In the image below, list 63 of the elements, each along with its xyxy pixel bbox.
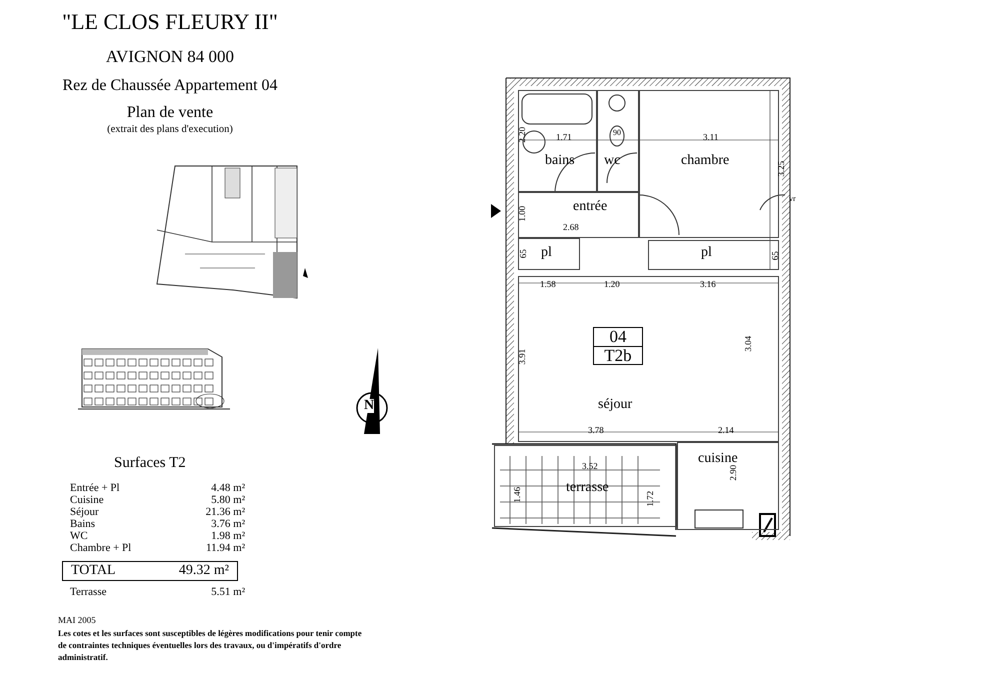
dimension-text: 3.91: [516, 348, 528, 365]
dimension-text: 90: [613, 127, 621, 139]
dimension-text: 3.04: [742, 336, 754, 352]
table-text: Chambre + Pl: [70, 542, 132, 554]
room-name: pl: [541, 245, 552, 261]
footnote: Les cotes et les surfaces sont susceptibles de légères modifications pour tenir compte de contraintes techniques éventuelles lors des travaux, ou d'impératifs d'ordre administratif.: [58, 627, 363, 663]
room-area: [518, 192, 639, 238]
dimension-text: 3.25: [775, 160, 788, 177]
room-name: bains: [545, 153, 575, 169]
table-text: 11.94 m²: [205, 542, 245, 554]
room-area: [518, 276, 779, 442]
table-text: WC: [70, 530, 88, 542]
table-text: 4.48 m²: [210, 482, 245, 494]
dimension-text: 2.14: [718, 424, 734, 437]
room-area: [518, 238, 580, 270]
date-text: MAI 2005: [58, 614, 96, 627]
subtitle: Rez de Chaussée Appartement 04: [61, 76, 279, 96]
dimension-text: 1.46: [511, 486, 524, 503]
total-text: 49.32 m²: [178, 563, 229, 579]
table-text: 3.76 m²: [210, 518, 245, 530]
dimension-text: 2.20: [516, 126, 528, 143]
table-text: Bains: [70, 518, 96, 530]
dimension-text: 2.68: [563, 221, 579, 234]
table-text: 5.51 m²: [210, 585, 245, 600]
room-area: [518, 90, 597, 192]
room-name: séjour: [598, 397, 632, 413]
note: (extrait des plans d'execution): [106, 123, 234, 137]
dimension-text: 1.58: [540, 278, 556, 291]
room-name: pl: [701, 245, 712, 261]
subtitle: Plan de vente: [126, 103, 214, 123]
room-area: [677, 442, 779, 530]
room-name: terrasse: [566, 480, 609, 496]
room-area: [639, 90, 779, 238]
title: "LE CLOS FLEURY II": [61, 8, 279, 36]
table-text: 5.80 m²: [210, 494, 245, 506]
dimension-text: 3.16: [700, 278, 716, 291]
dimension-text: 1.71: [556, 131, 572, 144]
dimension-text: 3.78: [588, 424, 604, 437]
section-heading: Surfaces T2: [114, 454, 186, 473]
dimension-text: 1.72: [644, 490, 656, 507]
dimension-text: 1.00: [516, 206, 528, 222]
dimension-text: 1.20: [604, 278, 620, 291]
dimension-text: 65: [768, 251, 781, 260]
room-name: chambre: [681, 153, 730, 169]
subtitle: AVIGNON 84 000: [104, 46, 236, 68]
dimension-text: 3.52: [582, 460, 598, 473]
apartment-tag: 04 T2b: [593, 327, 643, 365]
compass-letter: N: [364, 399, 374, 413]
dimension-text: 2.90: [727, 464, 740, 481]
dimension-text: 65: [516, 249, 529, 258]
room-name: entrée: [573, 199, 608, 215]
total-text: TOTAL: [71, 563, 116, 579]
room-area: [648, 240, 779, 270]
dimension-text: 3.11: [703, 131, 718, 144]
table-text: 1.98 m²: [210, 530, 245, 542]
table-text: Cuisine: [70, 494, 104, 506]
table-text: Séjour: [70, 506, 99, 518]
room-area: [597, 90, 639, 192]
total-row: [62, 561, 238, 581]
room-area: [494, 445, 677, 527]
table-text: Terrasse: [70, 585, 106, 600]
table-text: 21.36 m²: [204, 506, 245, 518]
table-text: Entrée + Pl: [70, 482, 120, 494]
